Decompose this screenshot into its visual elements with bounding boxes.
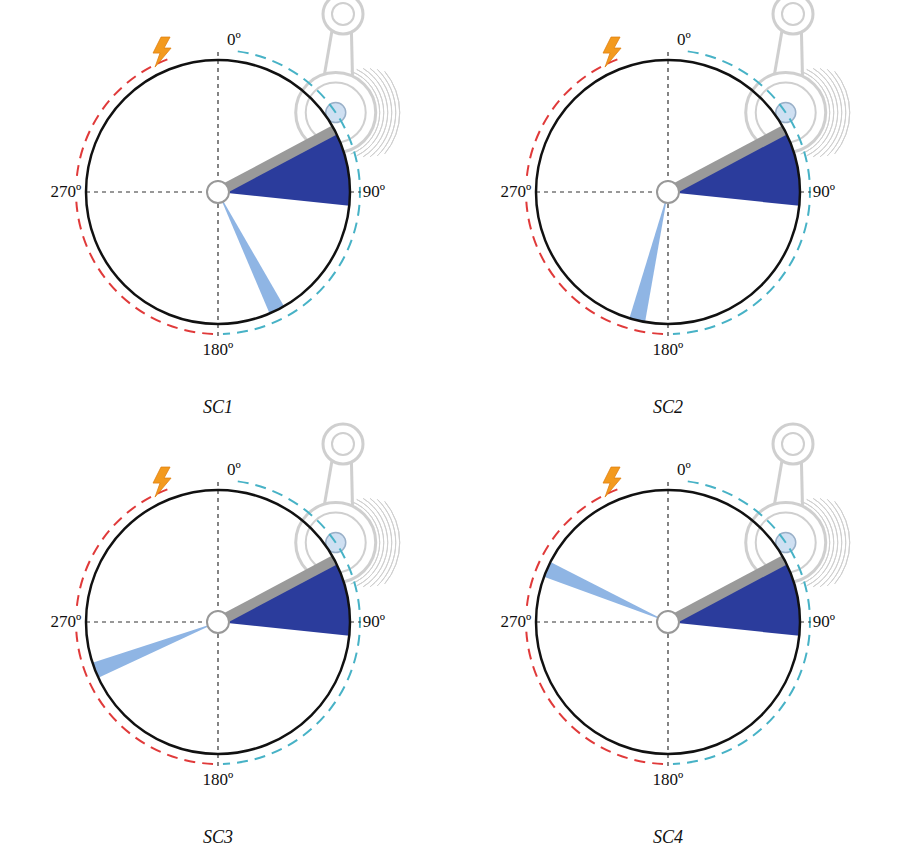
angle-label: 180º — [651, 341, 686, 360]
angle-label: 90º — [811, 613, 837, 632]
spark-symbol — [153, 467, 171, 497]
angle-label: 180º — [201, 341, 236, 360]
angle-label: 90º — [811, 183, 837, 202]
panel-caption: SC2 — [651, 398, 685, 418]
crank-arm — [218, 130, 335, 192]
intake-arc — [76, 59, 213, 334]
crank-arm — [668, 130, 785, 192]
crank-center — [657, 611, 679, 633]
angle-label: 0º — [675, 31, 693, 50]
panel-caption: SC3 — [201, 828, 235, 848]
angle-label: 0º — [675, 461, 693, 480]
light-sector — [218, 192, 284, 314]
crank-arm — [668, 560, 785, 622]
crank-circle — [86, 60, 350, 324]
crank-center — [207, 611, 229, 633]
spark-symbol — [603, 37, 621, 67]
dark-sector — [218, 560, 350, 636]
spark-symbol — [603, 467, 621, 497]
connecting-rod — [296, 424, 400, 587]
panel-caption: SC4 — [651, 828, 685, 848]
crank-circle — [86, 490, 350, 754]
connecting-rod — [296, 0, 400, 157]
angle-label: 90º — [361, 183, 387, 202]
angle-label: 0º — [225, 461, 243, 480]
panel-caption: SC1 — [201, 398, 235, 418]
dark-sector — [218, 130, 350, 206]
crank-diagram — [526, 424, 850, 766]
angle-label: 0º — [225, 31, 243, 50]
intake-arc — [526, 489, 663, 764]
intake-arc — [76, 489, 213, 764]
crank-center — [657, 181, 679, 203]
dark-sector — [668, 130, 800, 206]
angle-label: 270º — [49, 613, 84, 632]
light-sector — [92, 622, 218, 678]
angle-label: 270º — [49, 183, 84, 202]
dark-sector — [668, 560, 800, 636]
angle-label: 270º — [499, 613, 534, 632]
connecting-rod — [746, 0, 850, 157]
connecting-rod — [746, 424, 850, 587]
angle-label: 180º — [651, 771, 686, 790]
crank-arm — [218, 560, 335, 622]
angle-label: 270º — [499, 183, 534, 202]
crank-circle — [536, 60, 800, 324]
light-sector — [544, 562, 668, 622]
crank-diagram — [76, 424, 400, 766]
crank-diagram — [526, 0, 850, 336]
angle-label: 180º — [201, 771, 236, 790]
light-sector — [629, 192, 668, 322]
crank-diagram — [76, 0, 400, 336]
spark-symbol — [153, 37, 171, 67]
crank-circle — [536, 490, 800, 754]
angle-label: 90º — [361, 613, 387, 632]
crank-center — [207, 181, 229, 203]
